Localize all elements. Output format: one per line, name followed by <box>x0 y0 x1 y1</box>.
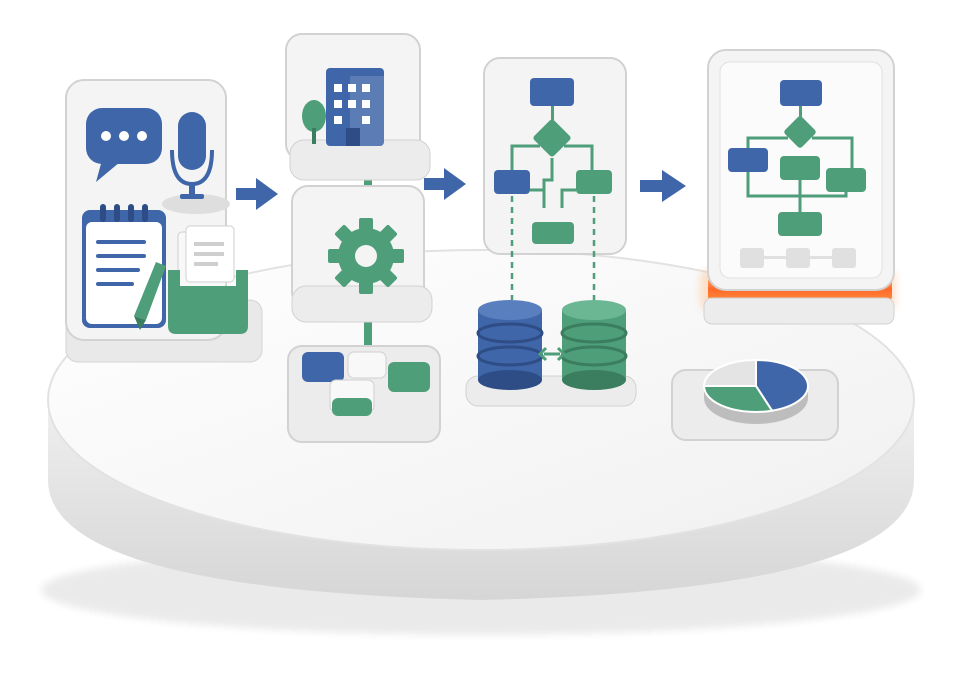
stage-model <box>466 58 636 406</box>
database-blue-icon <box>478 300 542 390</box>
arrow-right-icon <box>640 170 686 202</box>
stage-process <box>286 34 440 442</box>
database-green-icon <box>562 300 626 390</box>
pie-chart-icon <box>704 360 808 424</box>
office-building-icon <box>326 68 384 146</box>
arrow-right-icon <box>424 168 466 200</box>
stage-capture <box>66 80 262 362</box>
document-tray-icon <box>168 226 248 334</box>
notepad-icon <box>82 204 166 328</box>
arrow-right-icon <box>236 178 278 210</box>
gear-icon <box>328 218 404 294</box>
